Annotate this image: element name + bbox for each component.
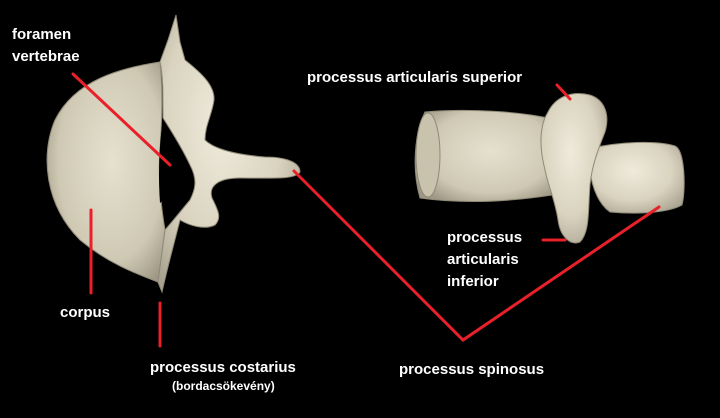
vertebral-body-lateral — [414, 109, 553, 202]
articular-processes-lateral — [540, 93, 608, 244]
label-foramen-vertebrae: foramen vertebrae — [12, 26, 80, 65]
spinous-process-lateral — [589, 141, 685, 214]
label-processus-costarius: processus costarius — [150, 359, 296, 376]
label-corpus: corpus — [60, 304, 111, 321]
vertebral-arch — [157, 14, 301, 294]
leader-articularis-superior — [555, 83, 572, 101]
leader-lines — [71, 72, 661, 348]
leader-foramen-vertebrae — [71, 72, 172, 167]
label-processus-articularis-inferior: processus articularis inferior — [447, 229, 523, 290]
foramen-vertebrae — [159, 118, 190, 203]
body-endplate — [415, 112, 441, 198]
vertebral-body — [46, 61, 166, 283]
label-processus-spinosus: processus spinosus — [399, 361, 545, 378]
vertebra-superior-view — [46, 14, 301, 294]
label-bordacsokeveny: (bordacsökevény) — [172, 379, 275, 393]
vertebra-lateral-view — [414, 93, 685, 244]
leader-processus-spinosus — [292, 169, 661, 342]
label-processus-articularis-superior: processus articularis superior — [307, 69, 523, 86]
